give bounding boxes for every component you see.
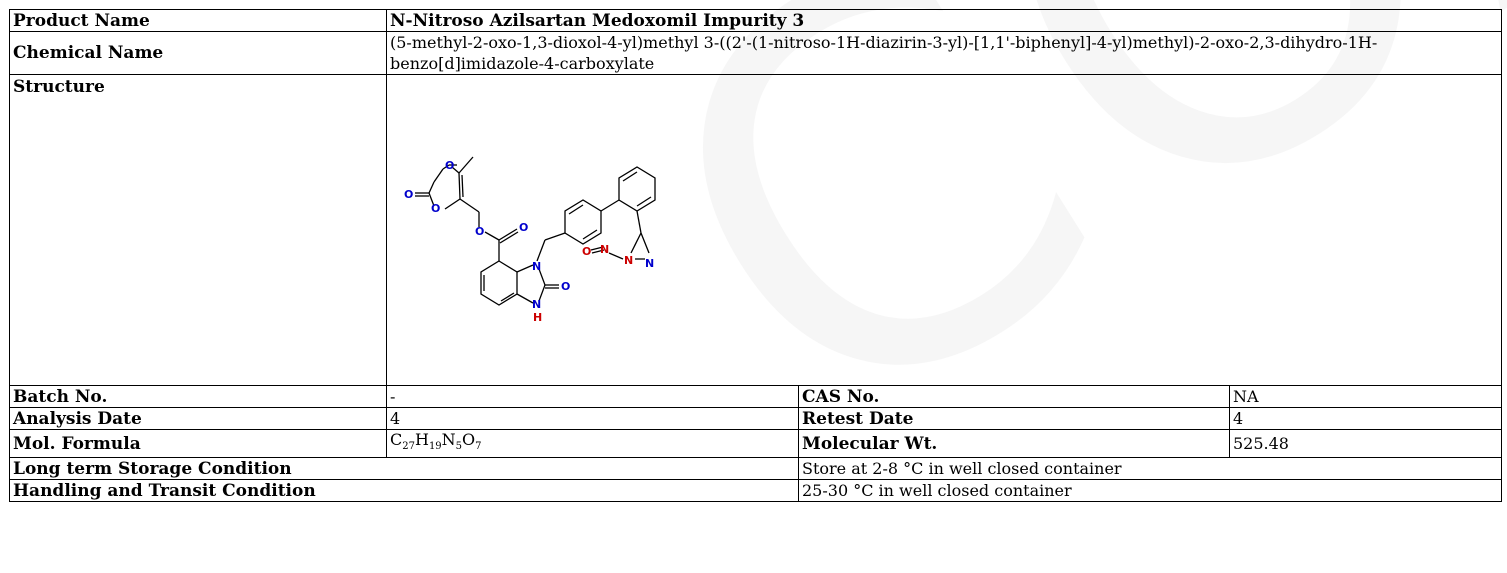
product-name-value: N-Nitroso Azilsartan Medoxomil Impurity … — [386, 9, 1502, 32]
atom-o6: O — [561, 280, 570, 293]
cas-value: NA — [1229, 385, 1502, 408]
atom-o7: O — [582, 245, 591, 258]
batch-label: Batch No. — [9, 385, 387, 408]
structure-label: Structure — [9, 74, 387, 386]
transit-value: 25-30 °C in well closed container — [798, 479, 1502, 503]
row-chemical-name: Chemical Name (5-methyl-2-oxo-1,3-dioxol… — [9, 31, 1502, 75]
atom-h: H — [533, 311, 542, 324]
atom-o3: O — [404, 188, 413, 201]
analysis-date-label: Analysis Date — [9, 407, 387, 430]
row-storage: Long term Storage Condition Store at 2-8… — [9, 457, 1502, 481]
structure-cell: O O O O O N N H O O N N N — [386, 74, 1502, 386]
formula-c: C — [390, 430, 403, 449]
atom-n5: N — [645, 257, 654, 270]
row-formula: Mol. Formula C27H19N5O7 Molecular Wt. 52… — [9, 428, 1502, 459]
cas-label: CAS No. — [798, 385, 1230, 408]
chemical-name-value: (5-methyl-2-oxo-1,3-dioxol-4-yl)methyl 3… — [386, 31, 1502, 75]
mw-value: 525.48 — [1229, 428, 1502, 459]
formula-n: N — [441, 430, 456, 449]
formula-h-count: 19 — [428, 441, 442, 453]
structure-bonds — [415, 156, 656, 306]
formula-label: Mol. Formula — [9, 428, 387, 459]
row-structure: Structure — [9, 74, 1502, 386]
transit-label: Handling and Transit Condition — [9, 479, 799, 503]
atom-o1: O — [445, 159, 454, 172]
atom-o5: O — [519, 221, 528, 234]
formula-o-count: 7 — [475, 441, 482, 453]
chemical-structure-image: O O O O O N N H O O N N N — [404, 156, 656, 324]
row-batch: Batch No. - CAS No. NA — [9, 385, 1502, 408]
product-name-label: Product Name — [9, 9, 387, 32]
structure-atom-labels: O O O O O N N H O O N N N — [404, 159, 654, 324]
atom-n2: N — [532, 298, 541, 311]
product-info-table: Product Name N-Nitroso Azilsartan Medoxo… — [9, 9, 1502, 503]
atom-o4: O — [475, 225, 484, 238]
atom-n4: N — [624, 254, 633, 267]
chemical-name-label: Chemical Name — [9, 31, 387, 75]
atom-n1: N — [532, 260, 541, 273]
atom-o2: O — [431, 202, 440, 215]
batch-value: - — [386, 385, 799, 408]
atom-n3: N — [600, 243, 609, 256]
formula-value: C27H19N5O7 — [386, 428, 799, 459]
retest-date-label: Retest Date — [798, 407, 1230, 430]
formula-n-count: 5 — [455, 441, 463, 453]
row-product-name: Product Name N-Nitroso Azilsartan Medoxo… — [9, 9, 1502, 32]
storage-value: Store at 2-8 °C in well closed container — [798, 457, 1502, 481]
storage-label: Long term Storage Condition — [9, 457, 799, 481]
mw-label: Molecular Wt. — [798, 428, 1230, 459]
row-analysis: Analysis Date 4 Retest Date 4 — [9, 407, 1502, 430]
formula-h: H — [414, 430, 429, 449]
row-transit: Handling and Transit Condition 25-30 °C … — [9, 479, 1502, 503]
retest-date-value: 4 — [1229, 407, 1502, 430]
formula-o: O — [462, 430, 476, 449]
analysis-date-value: 4 — [386, 407, 799, 430]
formula-c-count: 27 — [402, 441, 415, 453]
